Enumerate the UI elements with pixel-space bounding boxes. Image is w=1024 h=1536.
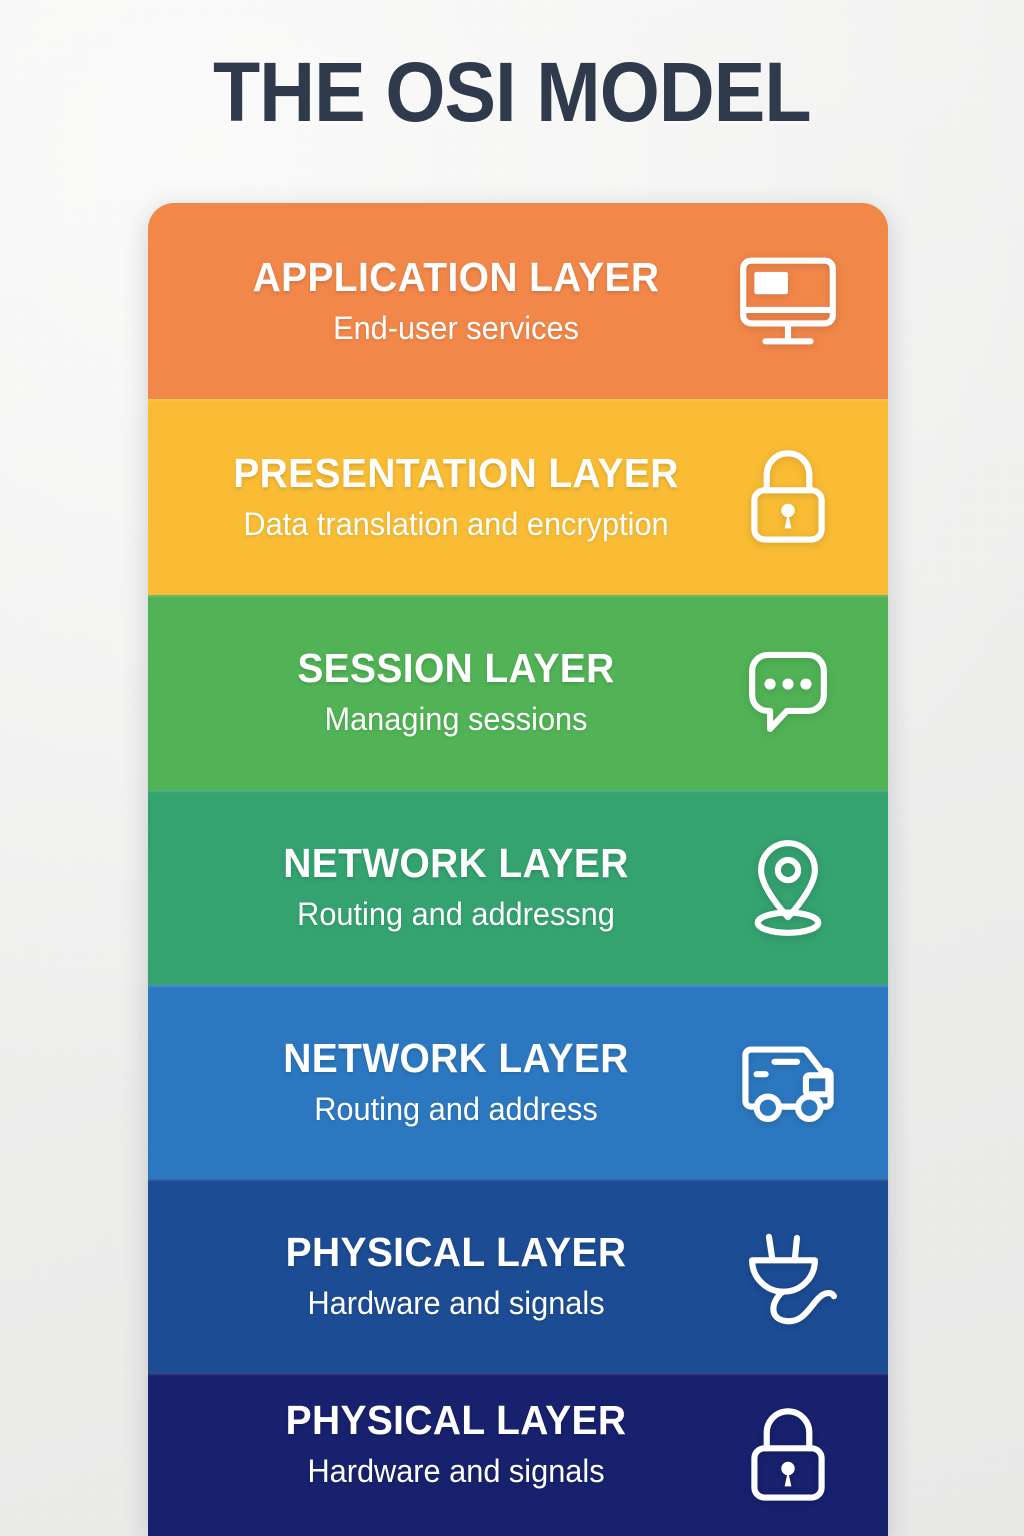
- layer-subtitle: End-user services: [333, 309, 579, 346]
- layer-physical-navy[interactable]: PHYSICAL LAYER Hardware and signals: [148, 1373, 888, 1536]
- page-title: THE OSI MODEL: [213, 45, 812, 139]
- padlock-icon: [732, 1399, 844, 1511]
- layer-subtitle: Routing and address: [314, 1090, 598, 1127]
- layer-title: NETWORK LAYER: [283, 1034, 629, 1081]
- layer-title: PRESENTATION LAYER: [233, 449, 679, 496]
- power-plug-icon: [732, 1220, 844, 1332]
- layer-text-block: APPLICATION LAYER End-user services: [198, 253, 724, 346]
- layer-title: APPLICATION LAYER: [252, 253, 660, 300]
- layer-session[interactable]: SESSION LAYER Managing sessions: [148, 595, 888, 790]
- layer-subtitle: Managing sessions: [324, 701, 588, 738]
- map-pin-icon: [732, 832, 844, 944]
- layer-text-block: PRESENTATION LAYER Data translation and …: [198, 449, 724, 542]
- layer-text-block: SESSION LAYER Managing sessions: [198, 647, 724, 737]
- layer-title: SESSION LAYER: [297, 645, 615, 692]
- page-title-container: THE OSI MODEL: [0, 45, 1024, 139]
- layer-subtitle: Hardware and signals: [307, 1453, 605, 1490]
- layer-title: PHYSICAL LAYER: [285, 1228, 627, 1275]
- layer-subtitle: Hardware and signals: [307, 1284, 605, 1321]
- layer-text-block: PHYSICAL LAYER Hardware and signals: [198, 1397, 724, 1490]
- layer-physical-darkblue[interactable]: PHYSICAL LAYER Hardware and signals: [148, 1179, 888, 1373]
- layer-network-blue[interactable]: NETWORK LAYER Routing and address: [148, 985, 888, 1179]
- monitor-icon: [732, 245, 844, 357]
- osi-layer-stack: APPLICATION LAYER End-user services: [148, 203, 888, 1536]
- delivery-truck-icon: [732, 1026, 844, 1138]
- layer-text-block: NETWORK LAYER Routing and address: [198, 1034, 724, 1127]
- layer-presentation[interactable]: PRESENTATION LAYER Data translation and …: [148, 399, 888, 595]
- layer-subtitle: Routing and addressng: [297, 896, 615, 933]
- padlock-icon: [732, 441, 844, 553]
- layer-text-block: PHYSICAL LAYER Hardware and signals: [198, 1228, 724, 1321]
- layer-title: NETWORK LAYER: [283, 840, 629, 887]
- chat-bubble-icon: [732, 637, 844, 749]
- layer-subtitle: Data translation and encryption: [243, 505, 669, 542]
- layer-application[interactable]: APPLICATION LAYER End-user services: [148, 203, 888, 399]
- layer-title: PHYSICAL LAYER: [285, 1397, 627, 1443]
- layer-network-teal[interactable]: NETWORK LAYER Routing and addressng: [148, 790, 888, 985]
- layer-text-block: NETWORK LAYER Routing and addressng: [198, 842, 724, 932]
